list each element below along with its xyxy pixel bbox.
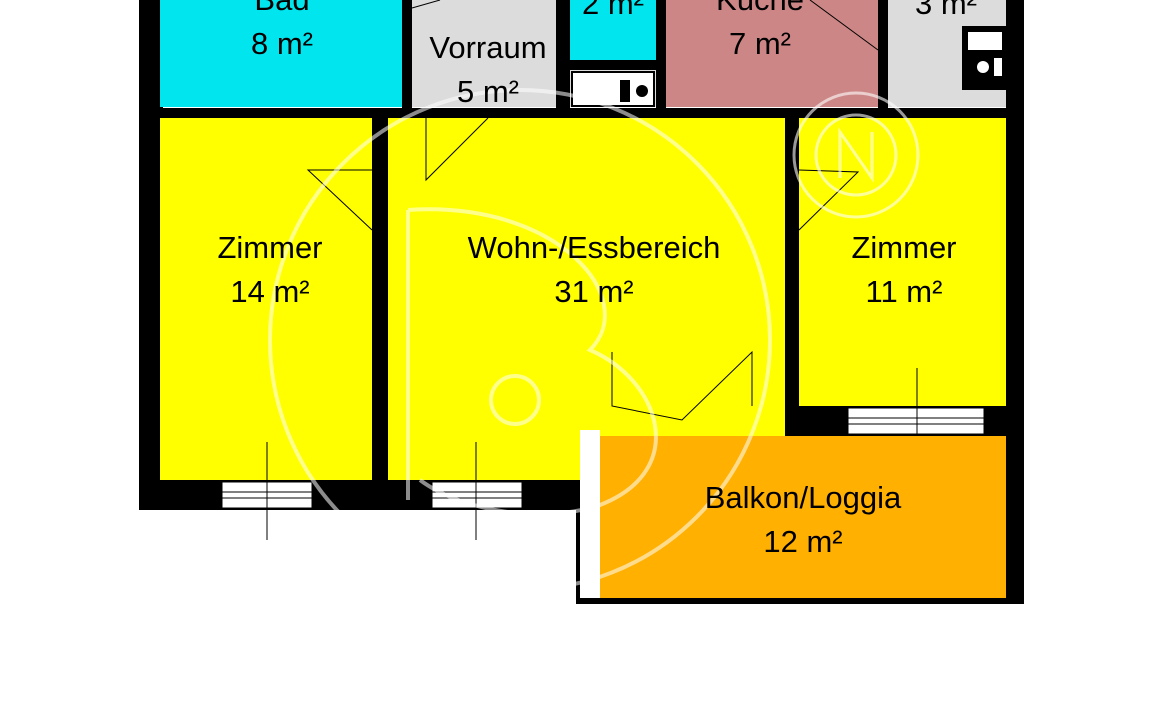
label-zimmer-rechts-area: 11 m²: [866, 274, 943, 309]
label-abstell-area: 3 m²: [915, 0, 977, 21]
label-kueche-name: Küche: [716, 0, 804, 17]
label-vorraum-name: Vorraum: [429, 30, 546, 65]
label-wohnen-area: 31 m²: [554, 274, 633, 309]
room-balkon: [600, 436, 1006, 598]
toilet-icon: [571, 71, 655, 107]
windows: [221, 368, 985, 540]
label-vorraum-area: 5 m²: [457, 74, 519, 109]
compass-north-icon: [792, 91, 920, 219]
room-wc: [570, 0, 656, 60]
room-wohnen: [388, 118, 785, 480]
label-zimmer-links-name: Zimmer: [217, 230, 322, 265]
watermark-logo-icon: [268, 88, 772, 592]
label-wohnen-name: Wohn-/Essbereich: [468, 230, 721, 265]
label-zimmer-rechts-name: Zimmer: [851, 230, 956, 265]
label-bad-name: Bad: [254, 0, 309, 17]
room-labels: Bad 8 m² 2 m² Vorraum 5 m² Küche 7 m² 3 …: [217, 0, 977, 559]
fixtures: [571, 26, 1006, 107]
room-zimmer-links: [160, 118, 372, 480]
room-kueche: [666, 0, 878, 107]
label-zimmer-links-area: 14 m²: [230, 274, 309, 309]
rooms: [160, 0, 1006, 598]
label-kueche-area: 7 m²: [729, 26, 791, 61]
label-wc-area: 2 m²: [582, 0, 644, 21]
sink-icon: [962, 26, 1006, 90]
label-balkon-area: 12 m²: [763, 524, 842, 559]
room-zimmer-rechts: [799, 118, 1006, 406]
room-bad: [160, 0, 402, 107]
label-balkon-name: Balkon/Loggia: [705, 480, 902, 515]
label-bad-area: 8 m²: [251, 26, 313, 61]
